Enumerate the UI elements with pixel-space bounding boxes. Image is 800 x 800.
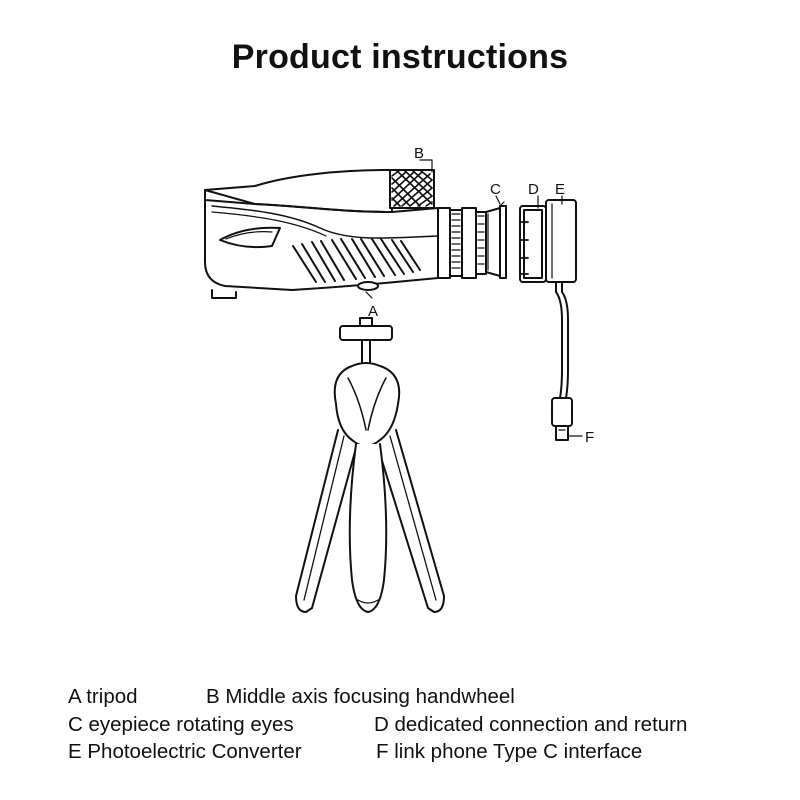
focusing-handwheel (389, 159, 435, 209)
callout-a: A (368, 303, 378, 320)
tripod-mount (357, 281, 379, 299)
legend-item-f: F link phone Type C interface (376, 740, 643, 763)
dedicated-connector (519, 195, 547, 283)
callout-d: D (528, 181, 539, 198)
legend-item-a: A tripod (68, 685, 138, 708)
tripod (295, 317, 445, 613)
page-title: Product instructions (231, 38, 569, 76)
legend-item-c: C eyepiece rotating eyes (68, 712, 294, 736)
callout-c: C (490, 181, 501, 198)
legend-item-d: D dedicated connection and return (374, 712, 688, 736)
legend-row-1: A tripod B Middle axis focusing handwheel (68, 683, 768, 711)
legend-item-e: E Photoelectric Converter (68, 740, 302, 763)
eyepiece (485, 195, 507, 279)
callout-e: E (555, 181, 565, 198)
photoelectric-converter (545, 195, 577, 283)
legend: A tripod B Middle axis focusing handwheel… (68, 683, 768, 766)
legend-row-3: E Photoelectric Converter F link phone Ty… (68, 738, 768, 766)
callout-b: B (414, 145, 424, 162)
legend-row-2: C eyepiece rotating eyes D dedicated conn… (68, 711, 768, 739)
eyepiece-rings (437, 207, 487, 279)
type-c-cable (551, 281, 583, 441)
callout-f: F (585, 429, 594, 446)
legend-item-b: B Middle axis focusing handwheel (206, 685, 515, 708)
